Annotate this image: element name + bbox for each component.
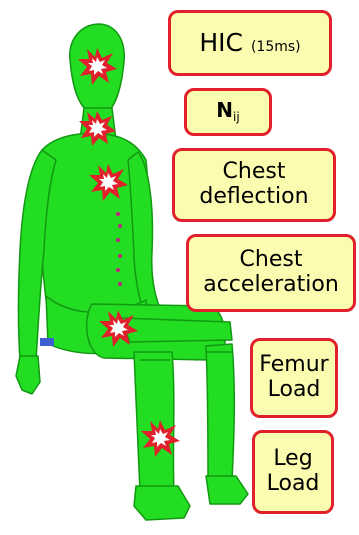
label-chest-deflection-line2: deflection: [199, 184, 308, 209]
label-leg-load-line2: Load: [267, 471, 320, 496]
label-hic: HIC (15ms): [168, 10, 332, 76]
label-chest-deflection-line1: Chest: [223, 159, 286, 184]
label-hic-main: HIC: [199, 28, 243, 57]
label-chest-acceleration-line1: Chest: [240, 247, 303, 272]
label-chest-deflection: Chest deflection: [172, 148, 336, 222]
label-nij-main: N: [216, 98, 233, 122]
label-chest-acceleration: Chest acceleration: [186, 234, 356, 312]
label-chest-acceleration-line2: acceleration: [203, 272, 339, 297]
label-nij: Nij: [184, 88, 272, 136]
label-femur-load: Femur Load: [250, 338, 338, 418]
label-femur-load-line2: Load: [268, 377, 321, 402]
label-leg-load-line1: Leg: [273, 446, 312, 471]
label-leg-load: Leg Load: [252, 430, 334, 514]
label-hic-sub: (15ms): [251, 39, 301, 55]
label-femur-load-line1: Femur: [259, 352, 328, 377]
label-nij-sub: ij: [233, 110, 240, 124]
hand-detail: [40, 338, 54, 346]
